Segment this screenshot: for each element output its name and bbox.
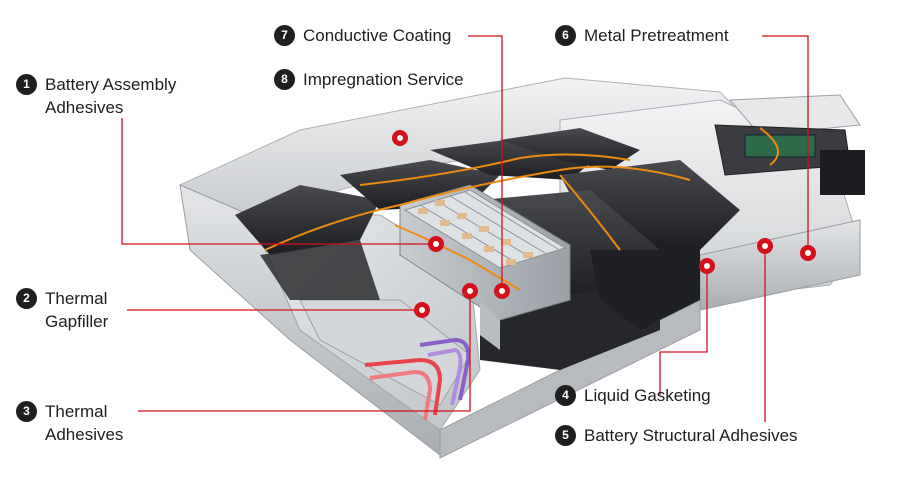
callout-number-3: 3 — [16, 401, 37, 422]
callout-2: 2 Thermal Gapfiller — [16, 287, 108, 333]
leader-line-4 — [659, 266, 708, 395]
callout-5-line-1: Battery Structural Adhesives — [584, 426, 798, 445]
callout-2-line-1: Thermal — [45, 289, 108, 308]
callout-6: 6 Metal Pretreatment — [555, 24, 729, 47]
callout-number-4: 4 — [555, 385, 576, 406]
coolant-tubes — [364, 337, 471, 421]
callout-3: 3 Thermal Adhesives — [16, 400, 123, 446]
marker-7 — [494, 283, 510, 299]
marker-4 — [699, 258, 715, 274]
marker-6 — [800, 245, 816, 261]
callout-markers — [392, 130, 816, 318]
marker-1 — [428, 236, 444, 252]
leader-lines — [121, 35, 809, 422]
callout-6-line-1: Metal Pretreatment — [584, 26, 729, 45]
callout-number-7: 7 — [274, 25, 295, 46]
marker-3 — [462, 283, 478, 299]
callout-1: 1 Battery Assembly Adhesives — [16, 73, 176, 119]
battery-pack-illustration — [178, 77, 865, 459]
exposed-cell-module — [399, 184, 571, 350]
leader-line-6 — [762, 35, 809, 253]
callout-number-1: 1 — [16, 74, 37, 95]
callout-number-2: 2 — [16, 288, 37, 309]
marker-5 — [757, 238, 773, 254]
callout-8: 8 Impregnation Service — [274, 68, 464, 91]
callout-number-8: 8 — [274, 69, 295, 90]
callout-number-5: 5 — [555, 425, 576, 446]
marker-2 — [414, 302, 430, 318]
callout-8-line-1: Impregnation Service — [303, 70, 464, 89]
leader-line-1 — [121, 118, 436, 245]
callout-3-line-2: Adhesives — [45, 425, 124, 444]
callout-4-line-1: Liquid Gasketing — [584, 386, 711, 405]
callout-1-line-1: Battery Assembly — [45, 75, 177, 94]
marker-8 — [392, 130, 408, 146]
leader-line-7 — [468, 35, 503, 291]
callout-3-line-1: Thermal — [45, 402, 108, 421]
cable-harness — [264, 153, 691, 291]
callout-4: 4 Liquid Gasketing — [555, 384, 711, 407]
callout-2-line-2: Gapfiller — [45, 312, 109, 331]
callout-7: 7 Conductive Coating — [274, 24, 451, 47]
callout-1-line-2: Adhesives — [45, 98, 124, 117]
leader-line-3 — [138, 291, 471, 412]
callout-7-line-1: Conductive Coating — [303, 26, 452, 45]
callout-5: 5 Battery Structural Adhesives — [555, 424, 798, 447]
control-unit — [714, 94, 865, 195]
callout-number-6: 6 — [555, 25, 576, 46]
